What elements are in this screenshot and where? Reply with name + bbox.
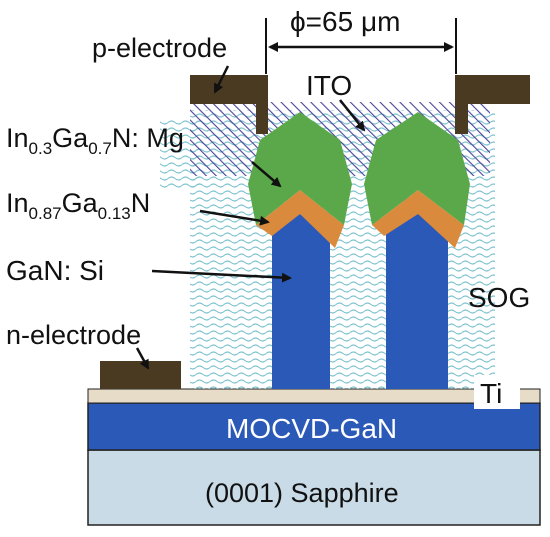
ingan-mg-layer-left [248,112,352,225]
arrow-ingan [199,209,270,226]
gan-si-rod-right [386,214,448,389]
diameter-label: ϕ=65 μm [290,6,400,37]
n-electrode-label: n-electrode [6,320,141,350]
nanorod-left [248,112,352,389]
ingan-layer-left [256,190,344,248]
arrow-n-electrode [135,347,150,370]
ti-label: Ti [480,378,502,409]
n-electrode [100,361,181,389]
gan-si-rod-left [272,214,330,389]
arrow-ito [339,99,366,132]
ingan-mg-layer-right [364,112,470,225]
sog-label: SOG [468,282,530,313]
gan-si-label: GaN: Si [6,255,104,286]
mocvd-gan-label: MOCVD-GaN [226,413,397,444]
arrow-p-electrode [213,65,230,94]
ingan-mg-label: In0.3Ga0.7N: Mg [6,123,184,158]
p-electrode-right [455,75,530,134]
ti-label-box [474,375,520,409]
ito-label: ITO [306,70,352,101]
mocvd-gan-layer [87,402,541,451]
nanorod-right [364,112,470,389]
ti-layer [87,388,541,404]
p-electrode-left [190,75,268,134]
arrow-ingan-mg [251,161,282,188]
arrow-gan-si [151,269,292,283]
sapphire-label: (0001) Sapphire [205,478,399,508]
ingan-layer-right [372,190,464,248]
sapphire-layer [87,449,541,526]
ingan-label: In0.87Ga0.13N [6,188,150,223]
p-electrode-label: p-electrode [92,33,227,63]
